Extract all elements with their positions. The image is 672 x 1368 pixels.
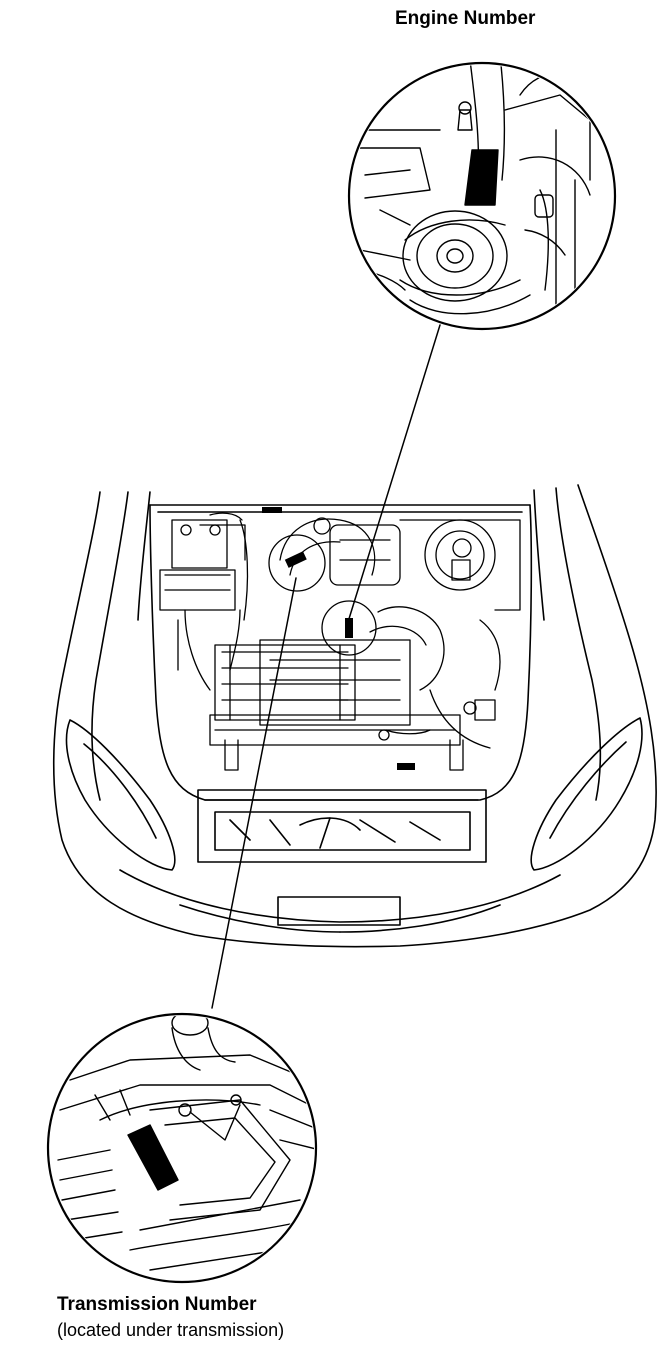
engine-bay (160, 513, 520, 770)
transmission-location-note: (located under transmission) (57, 1320, 285, 1340)
car-body (54, 485, 656, 947)
engine-number-callout (349, 55, 615, 329)
transmission-number-callout (48, 1011, 320, 1282)
engine-number-label: Engine Number (395, 8, 536, 29)
leader-lines (212, 325, 440, 1008)
transmission-number-label: Transmission Number (57, 1294, 257, 1315)
